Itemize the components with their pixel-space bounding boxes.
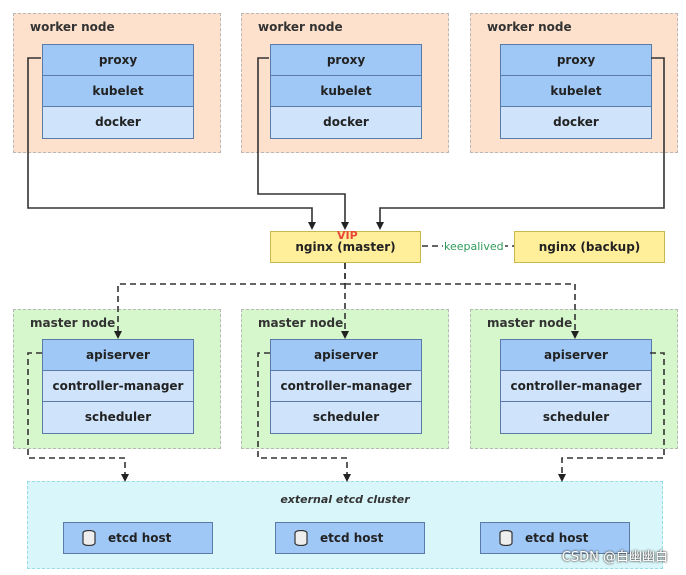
vip-label: VIP: [337, 229, 358, 242]
controller-manager-component[interactable]: controller-manager: [501, 371, 651, 402]
worker-node-2: worker node proxy kubelet docker: [241, 13, 449, 153]
etcd-host-2[interactable]: etcd host: [275, 522, 425, 554]
watermark: CSDN @白幽幽白: [561, 550, 668, 565]
proxy-component[interactable]: proxy: [43, 45, 193, 76]
nginx-backup-box[interactable]: nginx (backup): [514, 231, 665, 263]
scheduler-component[interactable]: scheduler: [271, 402, 421, 433]
master-node-1: master node apiserver controller-manager…: [13, 309, 221, 449]
apiserver-component[interactable]: apiserver: [501, 340, 651, 371]
etcd-host-label: etcd host: [320, 531, 384, 545]
master-node-title: master node: [30, 316, 116, 330]
apiserver-component[interactable]: apiserver: [271, 340, 421, 371]
master-components: apiserver controller-manager scheduler: [270, 339, 422, 434]
etcd-host-label: etcd host: [108, 531, 172, 545]
scheduler-component[interactable]: scheduler: [43, 402, 193, 433]
master-node-title: master node: [258, 316, 344, 330]
apiserver-component[interactable]: apiserver: [43, 340, 193, 371]
worker-components: proxy kubelet docker: [42, 44, 194, 139]
etcd-cluster: external etcd cluster etcd host etcd hos…: [27, 481, 663, 569]
master-components: apiserver controller-manager scheduler: [42, 339, 194, 434]
worker-components: proxy kubelet docker: [270, 44, 422, 139]
master-node-title: master node: [487, 316, 573, 330]
kubelet-component[interactable]: kubelet: [271, 76, 421, 107]
nginx-master-label: nginx (master): [295, 240, 396, 254]
etcd-cluster-title: external etcd cluster: [280, 493, 410, 506]
proxy-component[interactable]: proxy: [271, 45, 421, 76]
kubelet-component[interactable]: kubelet: [43, 76, 193, 107]
keepalived-label: keepalived: [443, 240, 505, 253]
docker-component[interactable]: docker: [43, 107, 193, 138]
etcd-host-label: etcd host: [525, 531, 589, 545]
etcd-host-3[interactable]: etcd host: [480, 522, 630, 554]
proxy-component[interactable]: proxy: [501, 45, 651, 76]
nginx-master-box[interactable]: nginx (master): [270, 231, 421, 263]
worker-node-3: worker node proxy kubelet docker: [470, 13, 678, 153]
worker-node-title: worker node: [258, 20, 343, 34]
master-node-2: master node apiserver controller-manager…: [241, 309, 449, 449]
scheduler-component[interactable]: scheduler: [501, 402, 651, 433]
worker-node-title: worker node: [487, 20, 572, 34]
controller-manager-component[interactable]: controller-manager: [271, 371, 421, 402]
etcd-host-1[interactable]: etcd host: [63, 522, 213, 554]
master-components: apiserver controller-manager scheduler: [500, 339, 652, 434]
worker-node-title: worker node: [30, 20, 115, 34]
worker-node-1: worker node proxy kubelet docker: [13, 13, 221, 153]
docker-component[interactable]: docker: [271, 107, 421, 138]
database-icon: [82, 530, 96, 546]
controller-manager-component[interactable]: controller-manager: [43, 371, 193, 402]
kubelet-component[interactable]: kubelet: [501, 76, 651, 107]
master-node-3: master node apiserver controller-manager…: [470, 309, 678, 449]
database-icon: [499, 530, 513, 546]
docker-component[interactable]: docker: [501, 107, 651, 138]
database-icon: [294, 530, 308, 546]
worker-components: proxy kubelet docker: [500, 44, 652, 139]
nginx-backup-label: nginx (backup): [538, 240, 641, 254]
